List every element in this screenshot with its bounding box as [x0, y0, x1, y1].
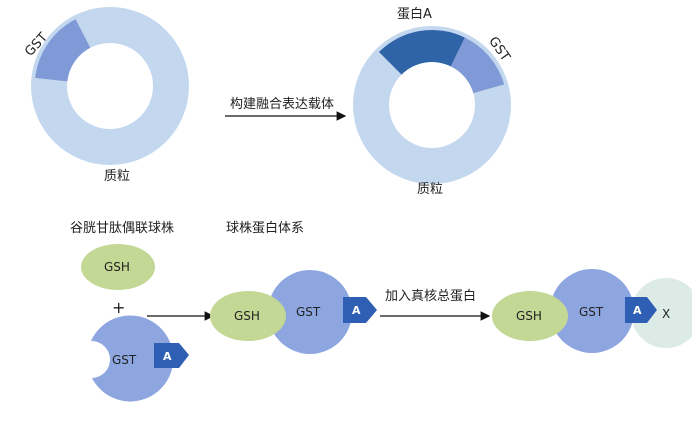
- plasmid-right: 蛋白A GST 质粒: [353, 6, 513, 197]
- tag-a-right-label: A: [633, 304, 642, 317]
- tag-a-left-label: A: [163, 350, 172, 363]
- gst-label-right: GST: [579, 305, 604, 319]
- system-title: 球株蛋白体系: [226, 220, 304, 236]
- construct-arrow: 构建融合表达载体: [225, 97, 347, 121]
- tag-a-mid-label: A: [352, 304, 361, 317]
- gsh-label-mid: GSH: [234, 309, 260, 323]
- gst-blob-mid: [268, 270, 352, 354]
- gsh-label-right: GSH: [516, 309, 542, 323]
- x-protein-blob: [631, 278, 692, 348]
- add-lysate-label: 加入真核总蛋白: [385, 288, 476, 304]
- plus-sign: +: [112, 298, 125, 317]
- construct-arrow-label: 构建融合表达载体: [230, 97, 334, 112]
- tag-a-mid: [343, 297, 377, 323]
- protein-a-segment: [379, 30, 465, 75]
- pulldown-complex: GSH GST A X: [492, 269, 692, 353]
- x-label: X: [662, 307, 670, 321]
- gst-label-left: GST: [112, 353, 137, 367]
- gsh-blob-mid: [210, 291, 286, 341]
- gst-segment: [35, 19, 91, 82]
- tag-a-left: [154, 343, 189, 368]
- tag-a-right: [625, 297, 657, 323]
- gsh-blob-right: [492, 291, 568, 341]
- protein-a-label: 蛋白A: [397, 6, 432, 22]
- plasmid-left: GST 质粒: [22, 7, 189, 184]
- plasmid-label: 质粒: [104, 169, 130, 184]
- bead-protein-complex: GSH GST A: [210, 270, 377, 354]
- fusion-plasmid-label: 质粒: [417, 182, 443, 197]
- gst-label-mid: GST: [296, 305, 321, 319]
- gsh-label: GSH: [104, 260, 130, 274]
- gsh-bead: GSH: [81, 244, 155, 290]
- add-lysate-arrow: 加入真核总蛋白: [380, 288, 491, 321]
- beads-title: 谷胱甘肽偶联球株: [70, 221, 174, 236]
- gst-pocket-blob: [91, 315, 174, 402]
- gst-a-fusion-protein: GST A: [91, 315, 189, 402]
- plasmid-ring: [31, 7, 189, 165]
- gst-blob-right: [550, 269, 634, 353]
- fusion-gst-segment: [450, 37, 505, 94]
